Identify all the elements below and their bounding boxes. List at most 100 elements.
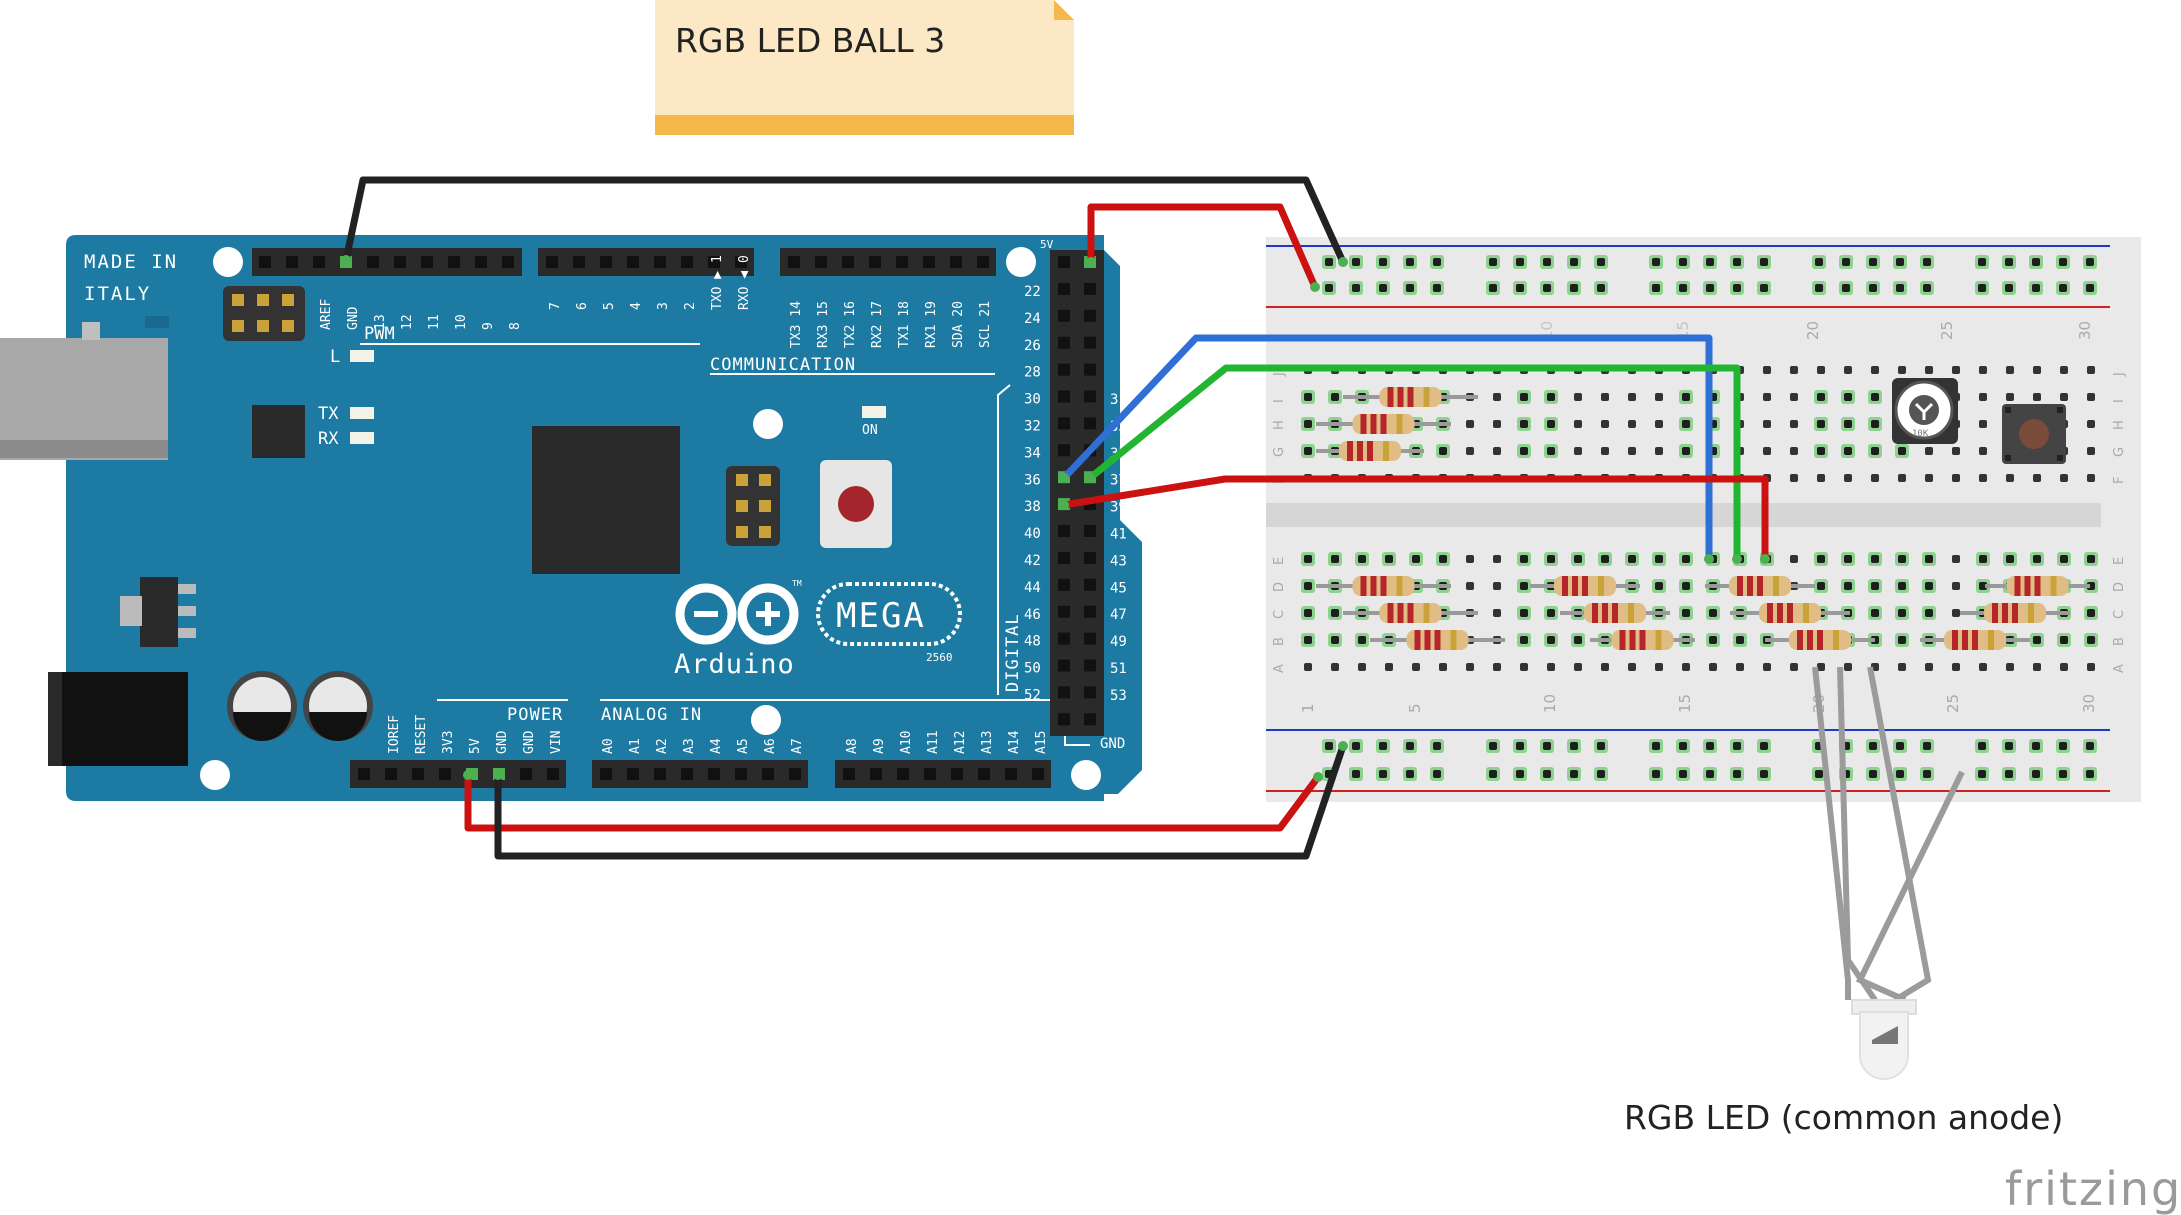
rail-hole [1815,258,1823,266]
rail-hole [1679,742,1687,750]
resistor[interactable] [1316,441,1424,461]
bb-hole [1790,555,1798,563]
bb-hole [1655,420,1663,428]
bb-hole [1682,393,1690,401]
bb-hole [1547,609,1555,617]
bb-hole [1520,663,1528,671]
digital-pin-label: 46 [1024,607,1041,623]
resistor[interactable] [1316,414,1451,434]
bb-hole [2060,636,2068,644]
resistor[interactable] [1920,630,2030,650]
row-label-i-right: I [2112,399,2127,403]
bb-hole [1871,366,1879,374]
wire-red-top[interactable] [1087,203,1319,289]
resistor[interactable] [1343,603,1478,623]
bb-hole [1601,447,1609,455]
bb-hole [1844,474,1852,482]
resistor[interactable] [1370,630,1505,650]
bb-hole [1790,447,1798,455]
digital-pin-label: 30 [1024,392,1041,408]
resistor[interactable] [1730,603,1850,623]
pin-label: IOREF [387,715,402,754]
bb-hole [2087,366,2095,374]
pin-label: 6 [575,302,590,310]
resistor[interactable] [1530,576,1640,596]
resistor[interactable] [1316,576,1451,596]
bb-hole [2060,366,2068,374]
icsp-header-top [223,286,305,341]
bb-hole [1925,609,1933,617]
push-button[interactable] [2002,404,2066,464]
pin-label: 9 [481,322,496,330]
digital-pin-label: 51 [1110,661,1127,677]
title-note[interactable]: RGB LED BALL 3 [655,0,1074,135]
header-pin [385,768,397,780]
reset-button[interactable] [820,460,892,548]
rail-hole [1978,770,1986,778]
rail-hole [1433,258,1441,266]
resistor[interactable] [1985,576,2090,596]
pin-label: A15 [1034,731,1049,754]
rail-hole [2005,742,2013,750]
power-jack-front [48,672,62,766]
rail-hole [1733,770,1741,778]
wire-green[interactable] [1087,364,1741,559]
main-chip [532,426,680,574]
header-pin [735,768,747,780]
wire-black-bottom[interactable] [494,744,1347,860]
header-pin [762,768,774,780]
rail-hole [1433,742,1441,750]
rail-hole [1325,284,1333,292]
resistor[interactable] [1590,630,1695,650]
communication-label: COMMUNICATION [710,355,856,375]
header-pin [1058,551,1070,564]
pin-label: A3 [682,738,697,754]
bb-hole [1439,555,1447,563]
bb-hole [1331,663,1339,671]
potentiometer[interactable]: 10K [1892,378,1958,444]
resistor[interactable] [1960,603,2070,623]
bb-hole [1412,663,1420,671]
bb-hole [1898,636,1906,644]
wire-blue[interactable] [1061,334,1713,559]
made-in-label: MADE IN [84,251,178,273]
rail-hole [2032,742,2040,750]
bb-hole [2006,474,2014,482]
rail-hole [1815,284,1823,292]
rail-hole [1923,258,1931,266]
header-pin [843,768,855,780]
bb-hole [1520,393,1528,401]
bb-hole [1655,447,1663,455]
rail-hole [1978,742,1986,750]
pin-label: 5V [468,738,483,754]
header-pin [923,256,935,268]
rail-hole [1706,258,1714,266]
regulator-pin [178,628,196,638]
bb-hole [1574,393,1582,401]
bb-hole [1844,447,1852,455]
pin-label: A13 [980,731,995,754]
rgb-led[interactable]: RGB LED (common anode) [1624,666,2063,1137]
rail-hole [2059,258,2067,266]
analog-in-label: ANALOG IN [601,705,702,725]
resistor[interactable] [1705,576,1815,596]
bb-hole [2060,393,2068,401]
pin-headers [252,248,1104,788]
arduino-mega-board[interactable]: MADE IN ITALY PWM L TX RX ON COMMUNICATI… [0,235,1142,801]
wire-black-top[interactable] [342,176,1347,264]
digital-pin-label: 50 [1024,661,1041,677]
col-label-25: 25 [1938,321,1956,340]
digital-pin-label: 49 [1110,634,1127,650]
header-pin [313,256,325,268]
rail-hole [1679,284,1687,292]
header-pin [600,256,612,268]
led-rx-label: RX [318,429,339,449]
resistor[interactable] [1560,603,1670,623]
bb-hole [1628,420,1636,428]
bb-hole [1655,555,1663,563]
resistor[interactable] [1343,387,1478,407]
resistor[interactable] [1765,630,1875,650]
wire-red-bottom[interactable] [464,774,1321,832]
pin-label: A12 [953,731,968,754]
wire-red-signal[interactable] [1063,475,1769,559]
